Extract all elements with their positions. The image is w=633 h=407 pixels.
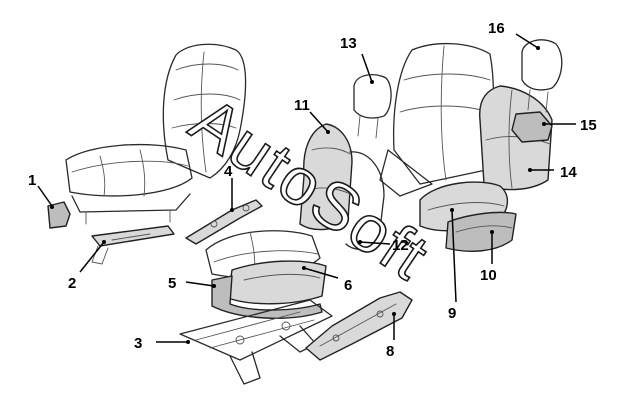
callout-9: 9 [448,305,456,322]
callout-3: 3 [134,335,142,352]
callout-4: 4 [224,163,233,180]
callout-2: 2 [68,275,76,292]
callout-11: 11 [294,97,310,114]
callout-labels: 1 2 3 4 5 6 8 9 10 11 12 13 14 15 16 [28,20,597,360]
part-4-linkage [185,199,263,245]
callout-5: 5 [168,275,176,292]
part-16-rear-headrest [521,39,563,91]
part-13-headrest [353,74,392,139]
rear-seat-assembly [379,39,563,197]
part-1-side-cover [47,201,71,229]
center-seat-cushion [205,230,327,319]
callout-1: 1 [28,172,36,189]
callout-8: 8 [386,343,394,360]
callout-16: 16 [488,20,505,37]
callout-15: 15 [580,117,597,134]
callout-14: 14 [560,164,577,181]
callout-12: 12 [392,237,409,254]
front-seat-assembly [47,43,247,265]
callout-13: 13 [340,35,357,52]
part-10-cushion-foam [445,211,517,252]
part-6-cushion-pad [227,260,327,305]
part-15-armrest [511,111,553,143]
part-8-side-trim [305,291,413,361]
rear-cushion [419,181,517,252]
callout-10: 10 [480,267,497,284]
part-3-base-frame [179,299,333,385]
part-2-seat-rail [91,225,175,247]
leader-lines [37,33,576,344]
part-11-backrest-trim [299,123,385,251]
callout-6: 6 [344,277,352,294]
